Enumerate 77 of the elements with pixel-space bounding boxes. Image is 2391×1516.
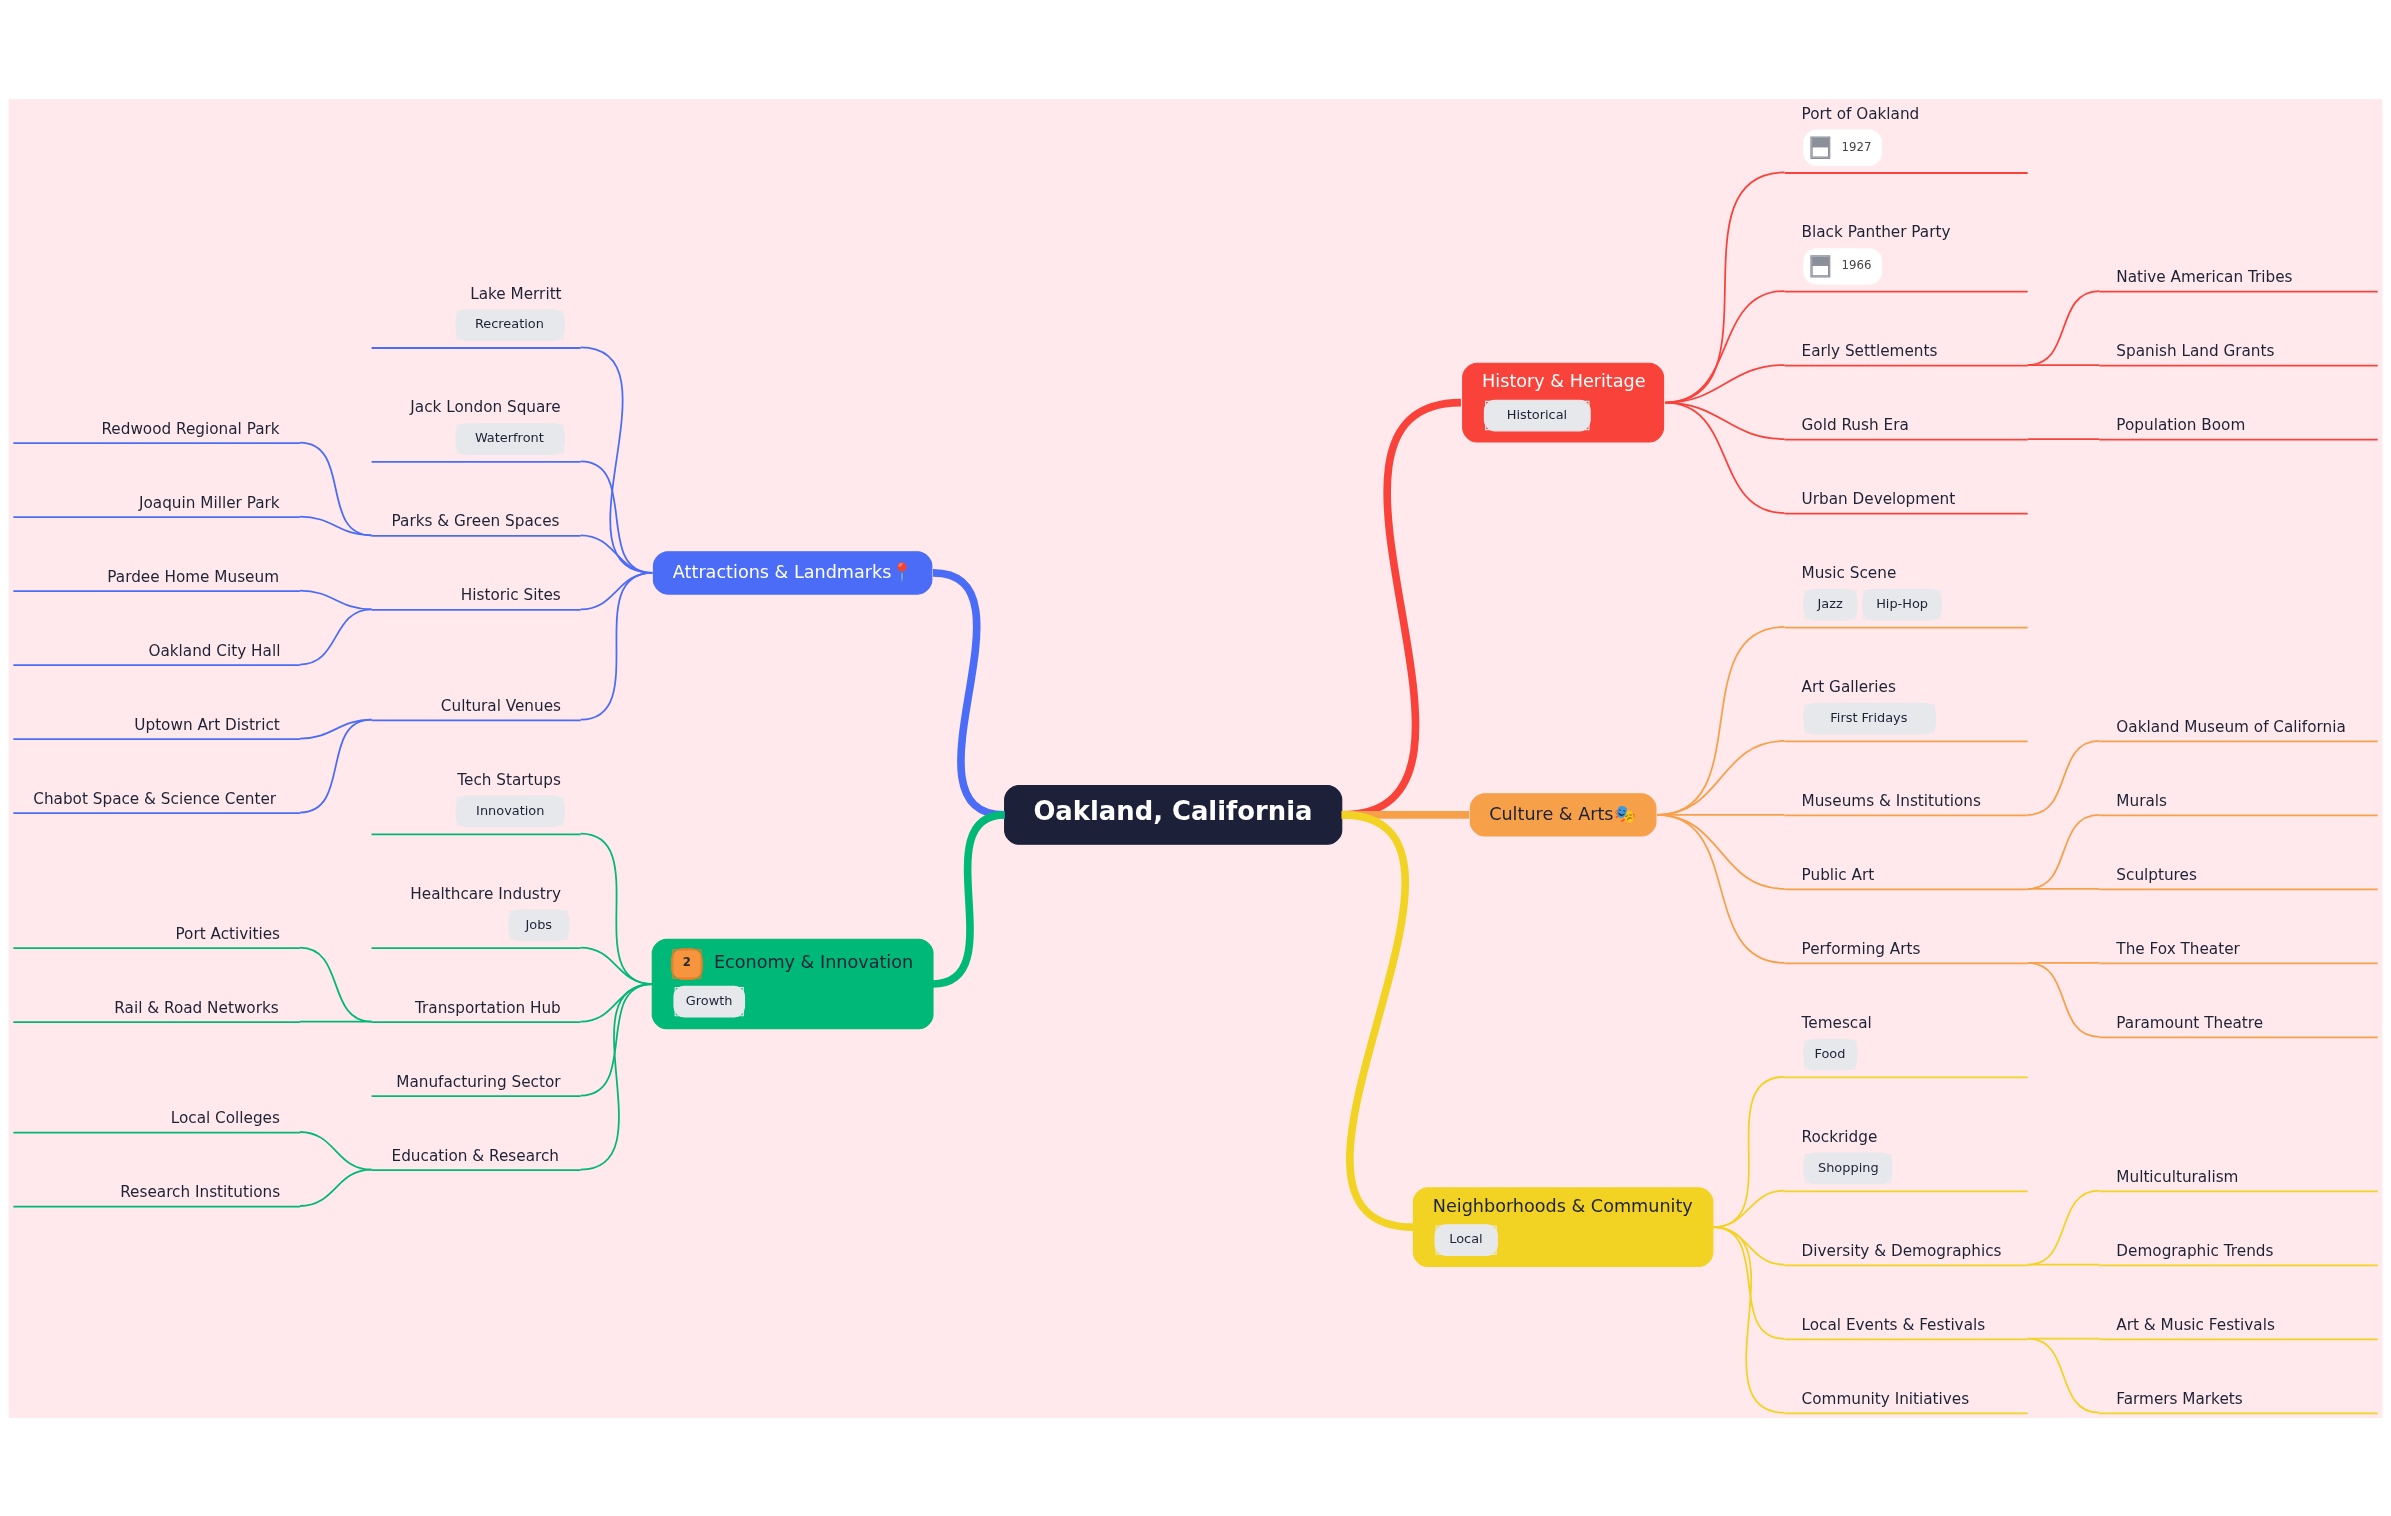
node-text: Community Initiatives <box>1801 1389 1970 1408</box>
node-text: Historic Sites <box>460 585 561 604</box>
connector <box>1664 401 1786 514</box>
connector <box>1656 813 1786 964</box>
node-text: Education & Research <box>391 1146 559 1165</box>
node-text: Diversity & Demographics <box>1801 1241 2002 1260</box>
node-text: Research Institutions <box>120 1182 281 1201</box>
node-text: Transportation Hub <box>415 998 561 1017</box>
node-text: Cultural Venues <box>440 696 562 715</box>
connector <box>579 982 654 1170</box>
node-text: Multiculturalism <box>2116 1167 2239 1186</box>
node-label: Black Panther Party <box>1801 222 1951 241</box>
node-label: Jack London Square <box>410 397 561 416</box>
node-text: Native American Tribes <box>2116 267 2293 286</box>
node-box: Attractions & Landmarks📍 <box>652 550 933 595</box>
connector <box>299 607 373 665</box>
node-box: History & Heritage Historical <box>1462 362 1665 443</box>
node-text: Early Settlements <box>1801 341 1938 360</box>
node-text: Museums & Institutions <box>1801 791 1981 810</box>
node-text: Urban Development <box>1801 489 1956 508</box>
node-label: Healthcare Industry <box>410 884 562 903</box>
connector <box>579 571 654 721</box>
node-text: Demographic Trends <box>2116 1241 2274 1260</box>
node-text: Oakland City Hall <box>148 641 281 660</box>
connector <box>299 718 373 813</box>
connector <box>2026 289 2101 366</box>
node-text: Pardee Home Museum <box>107 567 280 586</box>
connector <box>299 589 373 610</box>
connector <box>2026 739 2101 816</box>
connector <box>299 515 373 536</box>
node-box: 2 Economy & Innovation Growth <box>651 938 934 1029</box>
connector <box>299 1020 373 1022</box>
node-text: Oakland Museum of California <box>2116 717 2346 736</box>
node-text: Local Colleges <box>170 1108 280 1127</box>
node-text: Redwood Regional Park <box>101 419 280 438</box>
connector <box>2026 363 2101 366</box>
node-label: Port of Oakland <box>1801 104 1920 123</box>
node-text: Port Activities <box>175 924 281 943</box>
connector <box>1712 1225 1786 1414</box>
node-label: Tech Startups <box>457 770 561 789</box>
node-box: Culture & Arts🎭 <box>1469 792 1657 837</box>
connector <box>2026 887 2101 890</box>
node-text: Paramount Theatre <box>2116 1013 2264 1032</box>
node-text: Population Boom <box>2116 415 2246 434</box>
node-text: Joaquin Miller Park <box>139 493 280 512</box>
connector <box>2026 813 2101 890</box>
node-label: Lake Merritt <box>470 284 562 303</box>
node-text: Public Art <box>1801 865 1875 884</box>
node-text: Sculptures <box>2116 865 2197 884</box>
node-text: Rail & Road Networks <box>114 998 279 1017</box>
connector <box>299 1168 373 1207</box>
connector <box>299 441 373 536</box>
node-label: Temescal <box>1801 1013 1872 1032</box>
node-text: Chabot Space & Science Center <box>33 789 277 808</box>
node-text: Performing Arts <box>1801 939 1921 958</box>
connector <box>1340 810 1415 1231</box>
node-text: Manufacturing Sector <box>396 1072 561 1091</box>
node-box: Oakland, California <box>1004 784 1343 845</box>
connector <box>2026 1263 2101 1266</box>
node-label: Art Galleries <box>1801 677 1896 696</box>
node-text: Spanish Land Grants <box>2116 341 2275 360</box>
node-text: The Fox Theater <box>2116 939 2240 958</box>
connector <box>2026 1189 2101 1266</box>
node-label: Music Scene <box>1801 563 1897 582</box>
connector <box>2026 437 2101 440</box>
connector <box>2026 961 2101 1038</box>
connector <box>2026 1337 2101 1414</box>
node-text: Farmers Markets <box>2116 1389 2243 1408</box>
node-text: Art & Music Festivals <box>2116 1315 2275 1334</box>
node-text: Local Events & Festivals <box>1801 1315 1986 1334</box>
node-text: Uptown Art District <box>134 715 280 734</box>
connector <box>299 946 373 1022</box>
node-text: Gold Rush Era <box>1801 415 1909 434</box>
node-box: Neighborhoods & Community Local <box>1412 1186 1714 1267</box>
node-text: Murals <box>2116 791 2167 810</box>
node-label: Rockridge <box>1801 1127 1878 1146</box>
node-text: Parks & Green Spaces <box>391 511 560 530</box>
